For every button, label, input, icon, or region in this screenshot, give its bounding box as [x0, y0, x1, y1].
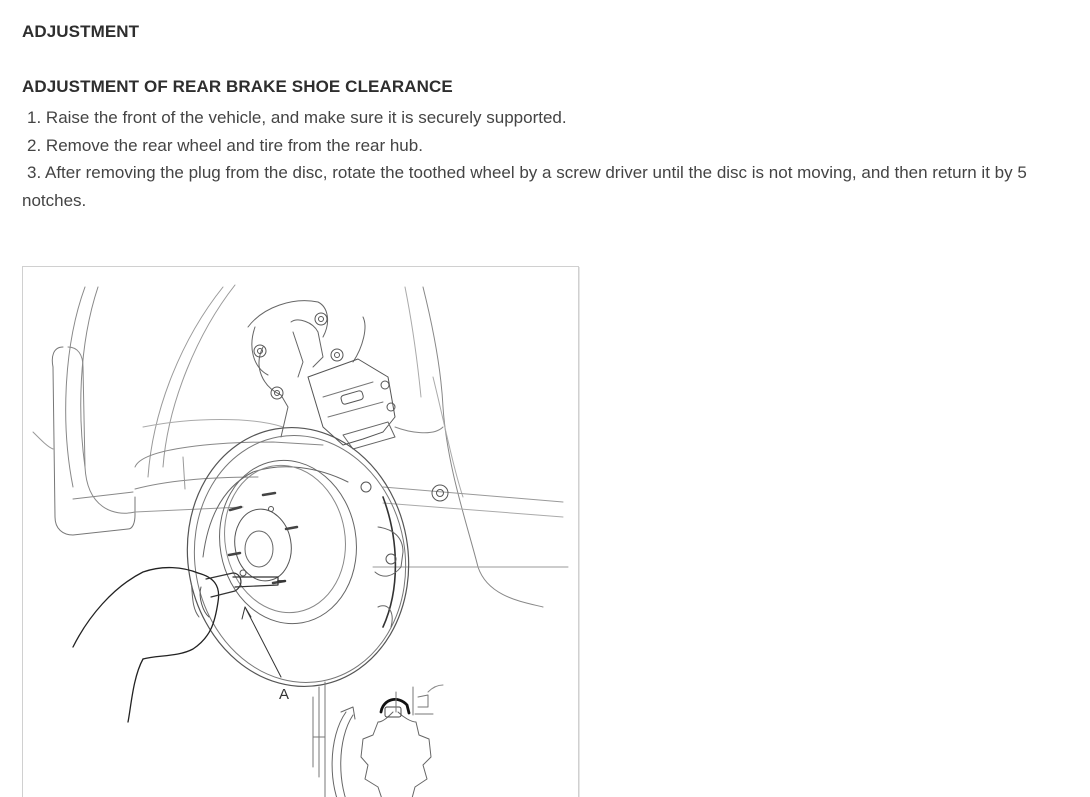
section-title: ADJUSTMENT OF REAR BRAKE SHOE CLEARANCE: [22, 77, 453, 96]
step-number: 3.: [27, 163, 42, 182]
step-text: Raise the front of the vehicle, and make…: [45, 108, 567, 127]
callout-label-a: A: [279, 686, 289, 703]
step-item: 1. Raise the front of the vehicle, and m…: [22, 104, 1082, 132]
step-number: 1.: [27, 108, 42, 127]
brake-adjustment-figure: A: [22, 266, 579, 797]
page-title: ADJUSTMENT: [22, 22, 140, 41]
procedure-steps: 1. Raise the front of the vehicle, and m…: [22, 104, 1082, 214]
step-text: Remove the rear wheel and tire from the …: [45, 135, 423, 155]
brake-illustration: A: [32, 284, 569, 797]
step-item: 2. Remove the rear wheel and tire from t…: [22, 132, 1082, 160]
step-text: After removing the plug from the disc, r…: [22, 163, 1027, 210]
step-item: 3. After removing the plug from the disc…: [22, 159, 1082, 214]
step-number: 2.: [27, 135, 42, 155]
